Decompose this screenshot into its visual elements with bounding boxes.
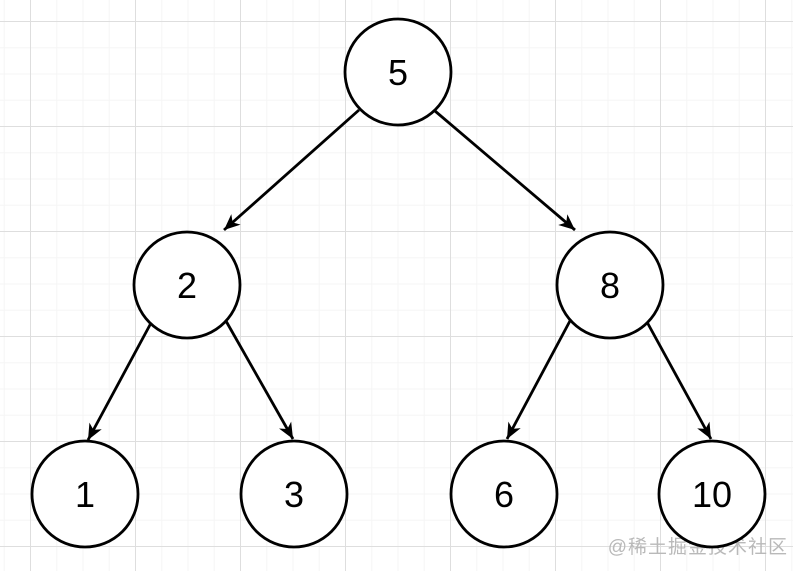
tree-node-label: 1	[75, 474, 95, 515]
tree-node-label: 8	[600, 265, 620, 306]
tree-edge-n2-n3	[224, 320, 295, 440]
tree-node-3: 3	[239, 439, 349, 549]
tree-node-2: 2	[132, 230, 242, 340]
tree-node-10: 10	[657, 439, 767, 549]
tree-node-label: 3	[284, 474, 304, 515]
tree-node-circle	[30, 439, 140, 549]
tree-node-8: 8	[555, 230, 665, 340]
tree-node-label: 5	[388, 52, 408, 93]
tree-node-5: 5	[343, 17, 453, 127]
nodes-layer: 5 2 8 1 3 6 10	[30, 17, 767, 549]
tree-node-circle	[449, 439, 559, 549]
watermark-text: @稀土掘金技术社区	[607, 537, 788, 558]
tree-node-circle	[555, 230, 665, 340]
tree-edge-n8-n6	[505, 318, 573, 440]
tree-node-label: 6	[494, 474, 514, 515]
edges-layer	[86, 108, 713, 441]
tree-node-circle	[132, 230, 242, 340]
tree-node-1: 1	[30, 439, 140, 549]
tree-node-label: 10	[692, 474, 732, 515]
tree-node-label: 2	[177, 265, 197, 306]
tree-edge-n2-n1	[86, 322, 153, 441]
tree-edge-n5-n2	[223, 108, 360, 232]
tree-node-circle	[343, 17, 453, 127]
tree-edge-n8-n10	[645, 321, 713, 440]
tree-edge-n5-n8	[434, 109, 576, 232]
tree-node-6: 6	[449, 439, 559, 549]
tree-node-circle	[239, 439, 349, 549]
tree-node-circle	[657, 439, 767, 549]
